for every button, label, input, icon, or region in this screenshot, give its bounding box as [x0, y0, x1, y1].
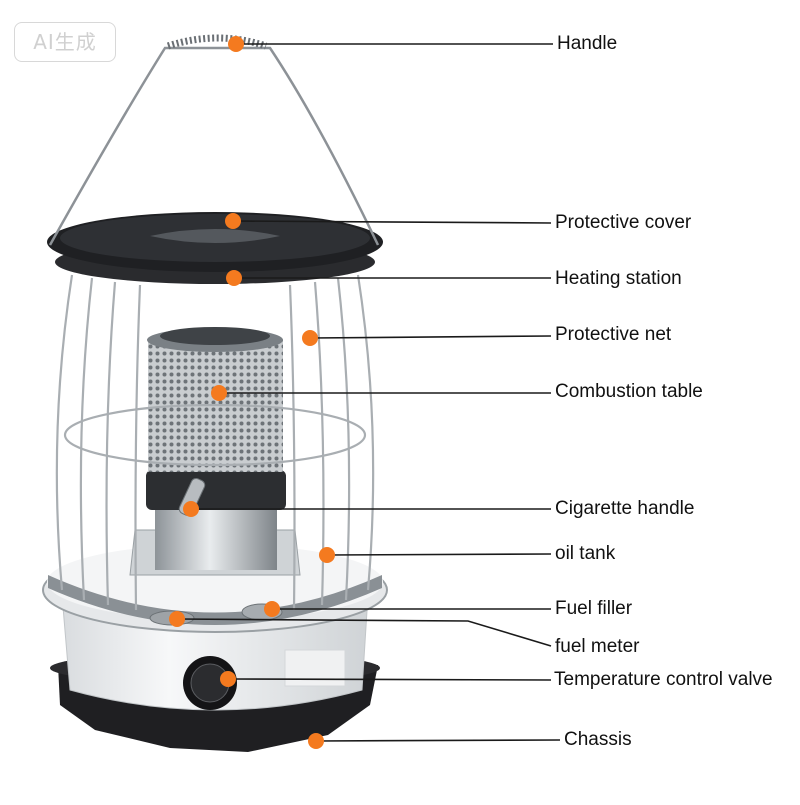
marker-dot-heating-station: [226, 270, 242, 286]
leader-line-protective-net: [309, 335, 552, 339]
marker-dot-protective-cover: [225, 213, 241, 229]
watermark: AI生成: [14, 22, 116, 62]
leader-line-chassis: [315, 739, 561, 742]
label-heating-station: Heating station: [555, 268, 682, 289]
marker-dot-oil-tank: [319, 547, 335, 563]
marker-dot-combustion-table: [211, 385, 227, 401]
combustion-tower: [129, 327, 301, 576]
label-fuel-meter: fuel meter: [555, 636, 640, 657]
marker-dot-temperature-valve: [220, 671, 236, 687]
label-protective-net: Protective net: [555, 324, 672, 345]
marker-dot-cigarette-handle: [183, 501, 199, 517]
label-protective-cover: Protective cover: [555, 212, 692, 233]
label-handle: Handle: [557, 33, 618, 54]
leader-line-fuel-meter: [176, 618, 552, 647]
label-temperature-control-valve: Temperature control valve: [554, 669, 773, 690]
marker-dot-fuel-meter: [169, 611, 185, 627]
handle-shape: [48, 34, 380, 246]
protective-net-wires: [55, 274, 375, 611]
label-combustion-table: Combustion table: [555, 381, 703, 402]
protective-cover-shape: [47, 212, 383, 284]
leader-line-oil-tank: [326, 553, 552, 556]
marker-dot-chassis: [308, 733, 324, 749]
marker-dot-fuel-filler: [264, 601, 280, 617]
label-chassis: Chassis: [564, 729, 632, 750]
label-cigarette-handle: Cigarette handle: [555, 498, 695, 519]
leader-lines: [176, 43, 561, 742]
callout-markers: [169, 36, 335, 749]
leader-line-temperature-valve: [227, 678, 552, 681]
label-fuel-filler: Fuel filler: [555, 598, 633, 619]
label-oil-tank: oil tank: [555, 543, 616, 564]
marker-dot-protective-net: [302, 330, 318, 346]
leader-line-protective-cover: [232, 220, 552, 224]
marker-dot-handle: [228, 36, 244, 52]
